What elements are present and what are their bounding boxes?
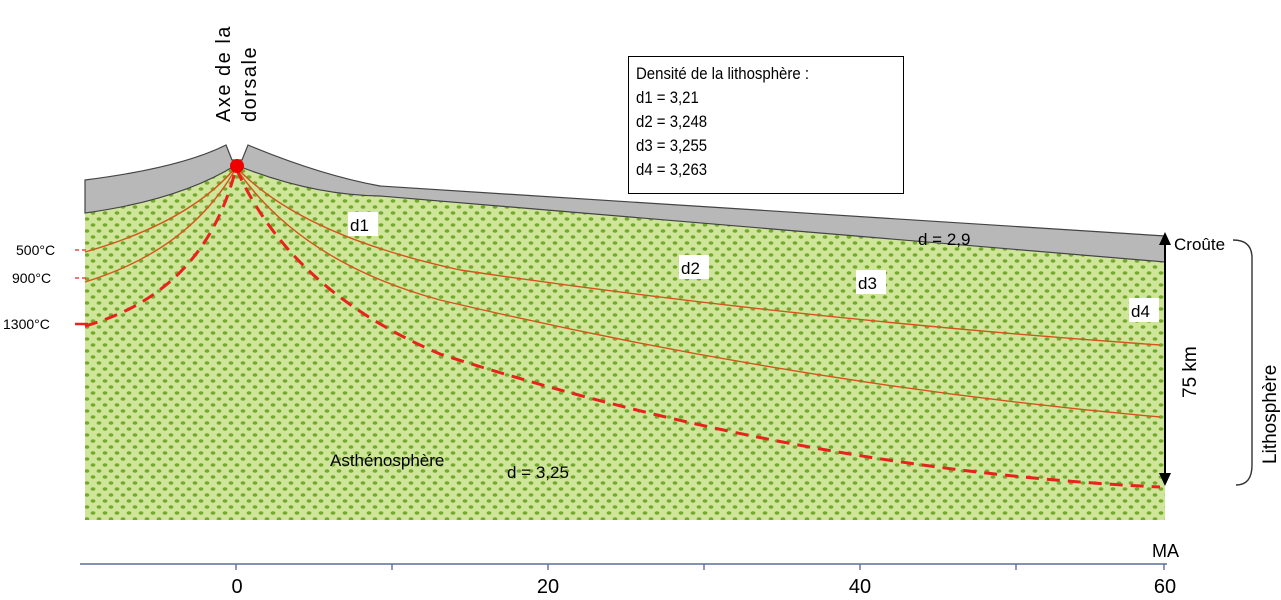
legend-item-d3: d3 = 3,255 <box>636 136 708 155</box>
legend-item-d4: d4 = 3,263 <box>636 160 708 179</box>
thickness-label: 75 km <box>1180 346 1201 398</box>
axis-tick-0: 0 <box>231 576 242 598</box>
legend-item-d1: d1 = 3,21 <box>636 88 699 107</box>
asthenosphere-label: Asthénosphère <box>330 451 444 470</box>
ridge-axis-dot <box>230 159 244 173</box>
legend-item-d2: d2 = 3,248 <box>636 112 708 131</box>
axis-tick-60: 60 <box>1154 576 1176 598</box>
legend-title: Densité de la lithosphère : <box>636 64 809 83</box>
thickness-arrow-down <box>1159 473 1171 486</box>
axis-tick-40: 40 <box>849 576 871 598</box>
mantle-area <box>85 165 1165 520</box>
lithosphere-brace <box>1232 239 1253 486</box>
isotherm-500-label: 500°C <box>16 242 55 258</box>
zone-d2-label: d2 <box>681 259 700 278</box>
zone-d1-label: d1 <box>350 216 369 235</box>
isotherm-1300-label: 1300°C <box>3 316 50 332</box>
isotherm-500 <box>84 165 1161 346</box>
isotherm-900 <box>84 166 1161 418</box>
zone-d4-label: d4 <box>1131 302 1150 321</box>
crust-density-label: d = 2,9 <box>918 230 970 249</box>
isotherm-900-label: 900°C <box>12 270 51 286</box>
axis-unit-label: MA <box>1152 541 1179 561</box>
asthenosphere-density-label: d = 3,25 <box>507 463 569 482</box>
axis-tick-20: 20 <box>537 576 559 598</box>
ridge-axis-label-line2: dorsale <box>239 46 261 122</box>
density-legend: Densité de la lithosphère : d1 = 3,21 d2… <box>628 56 904 194</box>
zone-d3-label: d3 <box>858 274 877 293</box>
ridge-axis-label-line1: Axe de la <box>213 25 235 122</box>
crust-label: Croûte <box>1174 235 1225 254</box>
thickness-arrow-up <box>1159 232 1171 245</box>
lithosphere-label: Lithosphère <box>1260 365 1281 464</box>
